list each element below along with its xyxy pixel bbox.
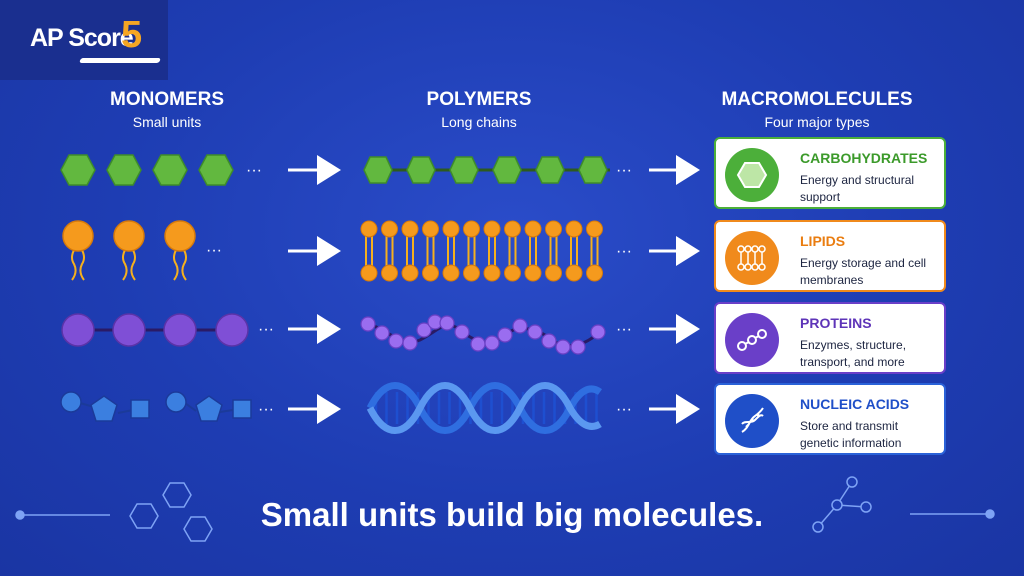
lipid-head [565,220,583,238]
polymers-subtitle: Long chains [441,114,517,130]
lipid-head [483,220,501,238]
lipid-head [401,264,419,282]
macromolecules-subtitle: Four major types [764,114,870,130]
card-description: Energy storage and cell membranes [800,256,927,287]
tagline: Small units build big molecules. [260,496,764,533]
card-proteins: PROTEINS Enzymes, structure, transport, … [714,302,946,374]
polysaccharide-chain [363,156,610,184]
hexagon-icon [725,148,779,202]
lipid-head [360,220,378,238]
card-description: Enzymes, structure, transport, and more [800,338,907,369]
amino-acid-monomers [61,313,249,347]
lipid-monomers [62,220,196,281]
glucose-monomers [60,154,234,186]
polymers-title: POLYMERS [426,89,532,110]
peptide-chain-icon [725,313,779,367]
lipid-head [524,220,542,238]
dna-double-helix [366,382,603,434]
lipid-head [401,220,419,238]
lipid-head [422,220,439,238]
lipid-head [442,264,460,282]
card-name: NUCLEIC ACIDS [800,396,910,412]
card-lipids: LIPIDS Energy storage and cell membranes [714,220,946,292]
ellipsis: ··· [616,401,632,418]
lipid-head [545,264,562,282]
card-name: LIPIDS [800,233,846,249]
macromolecules-title: MACROMOLECULES [721,89,913,110]
lipid-head [504,264,521,282]
lipid-head [524,264,542,282]
ellipsis-dots: ··· ··· ··· ··· ··· ··· ··· ··· [206,162,632,418]
nucleotide-monomers [60,391,252,422]
lipid-head [483,264,501,282]
lipid-head [422,264,439,282]
lipid-head [565,264,583,282]
card-carbohydrates: CARBOHYDRATES Energy and structural supp… [714,137,946,209]
ellipsis: ··· [616,162,632,179]
card-nucleic-acids: NUCLEIC ACIDS Store and transmit genetic… [714,383,946,455]
monomers-subtitle: Small units [132,114,202,130]
polypeptide-chain [360,314,606,355]
card-name: CARBOHYDRATES [800,150,928,166]
card-description: Energy and structural support [800,173,915,204]
card-name: PROTEINS [800,315,872,331]
card-description: Store and transmit genetic information [800,419,902,450]
lipid-head [381,264,398,282]
ellipsis: ··· [206,242,222,259]
brand-number: 5 [121,14,143,56]
bilayer-icon [725,231,779,285]
monomers-title: MONOMERS [110,89,224,110]
lipid-head [586,264,603,282]
brand-text: AP Score [30,24,134,52]
lipid-head [360,264,378,282]
lipid-bilayer [360,220,603,282]
ellipsis: ··· [616,243,632,260]
lipid-head [545,220,562,238]
ellipsis: ··· [246,162,262,179]
lipid-head [442,220,460,238]
ellipsis: ··· [258,321,274,338]
lipid-head [586,220,603,238]
arrows [288,155,700,424]
right-decoration [812,476,995,533]
left-decoration [15,482,213,542]
lipid-head [463,220,480,238]
ellipsis: ··· [616,321,632,338]
lipid-head [381,220,398,238]
lipid-head [504,220,521,238]
dna-icon [725,394,779,448]
ellipsis: ··· [258,401,274,418]
lipid-head [463,264,480,282]
brand-logo: AP Score 5 [0,0,168,80]
